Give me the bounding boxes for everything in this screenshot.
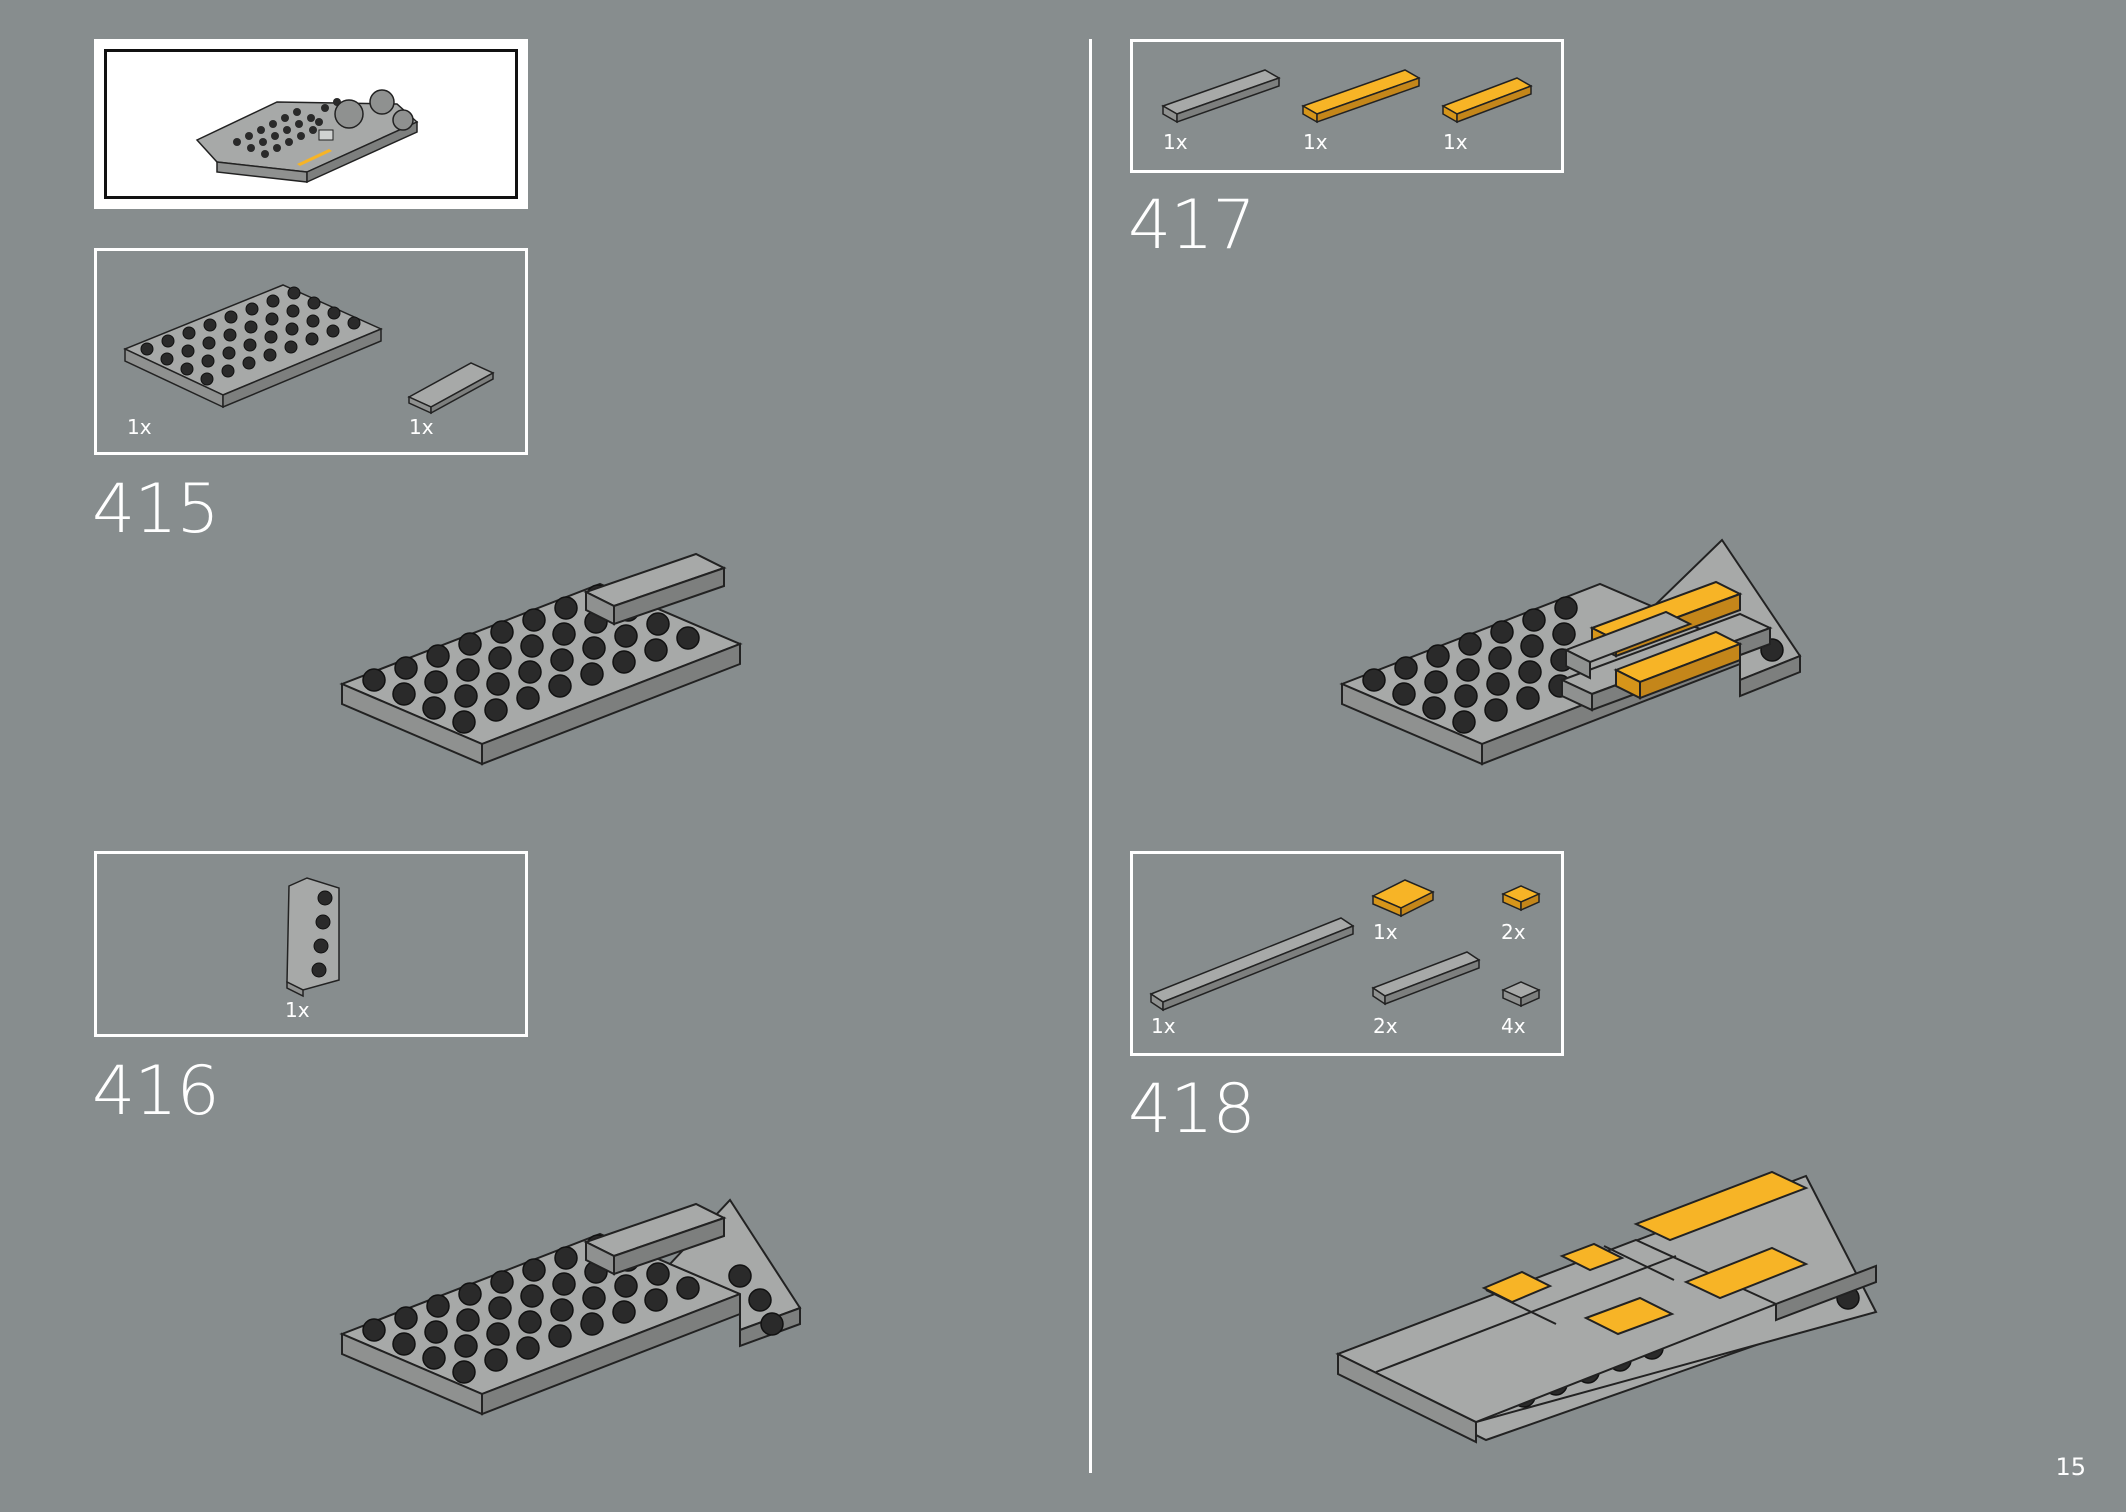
step-415-assembly-illustration: [339, 552, 743, 766]
part-qty: 1x: [127, 415, 152, 439]
part-qty: 1x: [1373, 920, 1398, 944]
wedge-plate-icon: [286, 877, 340, 998]
parts-box-416: 1x: [94, 851, 528, 1037]
tile-1x1-yellow-icon: [1501, 885, 1541, 912]
tile-1x4-gray-icon: [1371, 951, 1481, 1006]
parts-box-418: 1x 2x 1x 2x 4x: [1130, 851, 1564, 1056]
part-qty: 1x: [1163, 130, 1188, 154]
tile-1x8-gray-icon: [1149, 917, 1355, 1012]
part-qty: 1x: [1151, 1014, 1176, 1038]
tile-1x4-yellow-icon: [1301, 69, 1421, 124]
tile-1x2-yellow-icon: [1371, 879, 1435, 918]
parts-box-415: 1x 1x: [94, 248, 528, 455]
step-416-assembly-illustration: [339, 1198, 802, 1416]
step-418-assembly-illustration: [1335, 1170, 1878, 1444]
step-number-417: 417: [1128, 186, 1256, 265]
step-number-415: 415: [92, 470, 220, 549]
plate-4x8-icon: [123, 284, 383, 409]
page-number: 15: [2055, 1453, 2086, 1481]
part-qty: 2x: [1373, 1014, 1398, 1038]
step-417-assembly-illustration: [1339, 538, 1802, 766]
step-number-418: 418: [1128, 1070, 1256, 1149]
part-qty: 1x: [1303, 130, 1328, 154]
preview-frame: [104, 49, 518, 199]
tile-1x4-gray-icon: [1161, 69, 1281, 124]
part-qty: 4x: [1501, 1014, 1526, 1038]
part-qty: 1x: [409, 415, 434, 439]
parts-box-417: 1x 1x 1x: [1130, 39, 1564, 173]
step-number-416: 416: [92, 1052, 220, 1131]
subassembly-illustration: [195, 89, 419, 184]
subassembly-preview-box: [94, 39, 528, 209]
tile-1x1-gray-icon: [1501, 981, 1541, 1008]
tile-1x3-yellow-icon: [1441, 77, 1533, 124]
part-qty: 2x: [1501, 920, 1526, 944]
part-qty: 1x: [1443, 130, 1468, 154]
tile-1x4-icon: [407, 362, 495, 415]
page-divider: [1089, 39, 1092, 1473]
part-qty: 1x: [285, 998, 310, 1022]
